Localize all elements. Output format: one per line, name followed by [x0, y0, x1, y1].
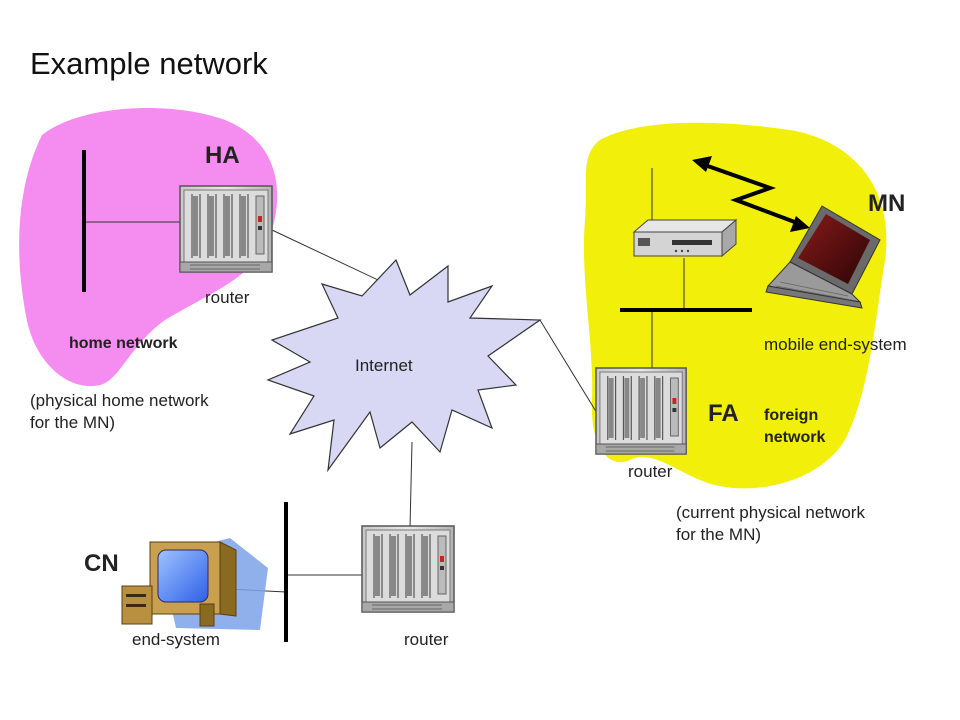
home-router-label: router: [205, 288, 250, 307]
home-network-note-line2: for the MN): [30, 413, 116, 432]
home-network-note: (physical home network for the MN): [30, 390, 209, 434]
page-title: Example network: [30, 46, 268, 81]
wireless-access-point-icon: [632, 218, 738, 258]
foreign-network-label-line1: foreign: [764, 407, 819, 424]
cn-label: CN: [84, 550, 119, 577]
router-icon: [179, 185, 273, 273]
foreign-router-label: router: [628, 462, 673, 481]
foreign-network-label: foreign network: [764, 405, 825, 449]
foreign-network-note: (current physical network for the MN): [676, 502, 865, 546]
ha-label: HA: [205, 142, 240, 169]
laptop-icon: [765, 205, 881, 309]
radio-link-icon: [692, 156, 810, 232]
home-network-label: home network: [69, 335, 178, 352]
router-icon: [595, 367, 687, 455]
cn-router-label: router: [404, 630, 449, 649]
mn-label: MN: [868, 190, 906, 217]
router-icon: [361, 525, 455, 613]
internet-cloud: [266, 258, 542, 473]
fa-label: FA: [708, 400, 739, 427]
foreign-network-label-line2: network: [764, 429, 826, 446]
home-network-note-line1: (physical home network: [30, 391, 209, 410]
foreign-network-note-line1: (current physical network: [676, 503, 865, 522]
mobile-end-system-label: mobile end-system: [764, 335, 907, 354]
end-system-label: end-system: [132, 630, 220, 649]
foreign-network-note-line2: for the MN): [676, 525, 762, 544]
internet-label: Internet: [355, 356, 413, 375]
desktop-computer-icon: [121, 538, 268, 630]
